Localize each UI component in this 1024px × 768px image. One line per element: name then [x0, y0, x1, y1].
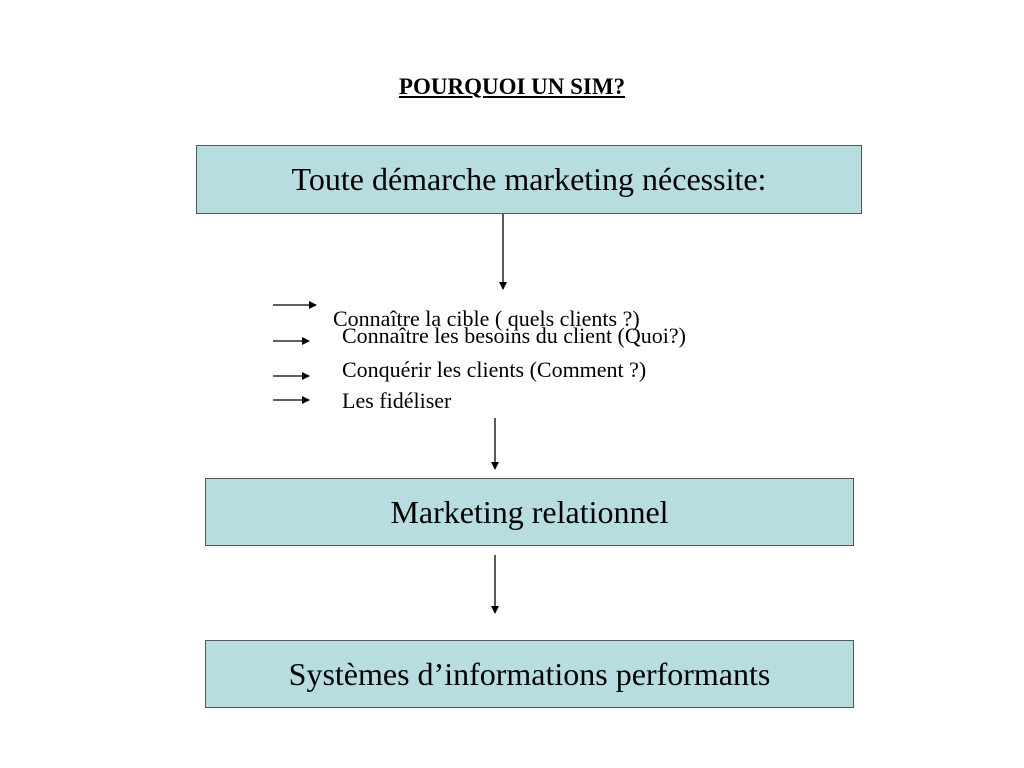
- box-information-systems-label: Systèmes d’informations performants: [288, 655, 771, 692]
- box-marketing-approach: Toute démarche marketing nécessite:: [196, 145, 862, 214]
- box-information-systems: Systèmes d’informations performants: [205, 640, 854, 708]
- list-item-target: Connaître la cible ( quels clients ?): [333, 306, 640, 331]
- list-item-conquer: Conquérir les clients (Comment ?): [342, 357, 647, 382]
- box-marketing-approach-label: Toute démarche marketing nécessite:: [291, 161, 767, 197]
- box-relationship-marketing: Marketing relationnel: [205, 478, 854, 546]
- list-item-needs: Connaître les besoins du client (Quoi?): [342, 323, 686, 348]
- box-relationship-marketing-label: Marketing relationnel: [390, 493, 669, 530]
- list-item-retain: Les fidéliser: [342, 388, 452, 413]
- slide-title: POURQUOI UN SIM?: [398, 74, 626, 99]
